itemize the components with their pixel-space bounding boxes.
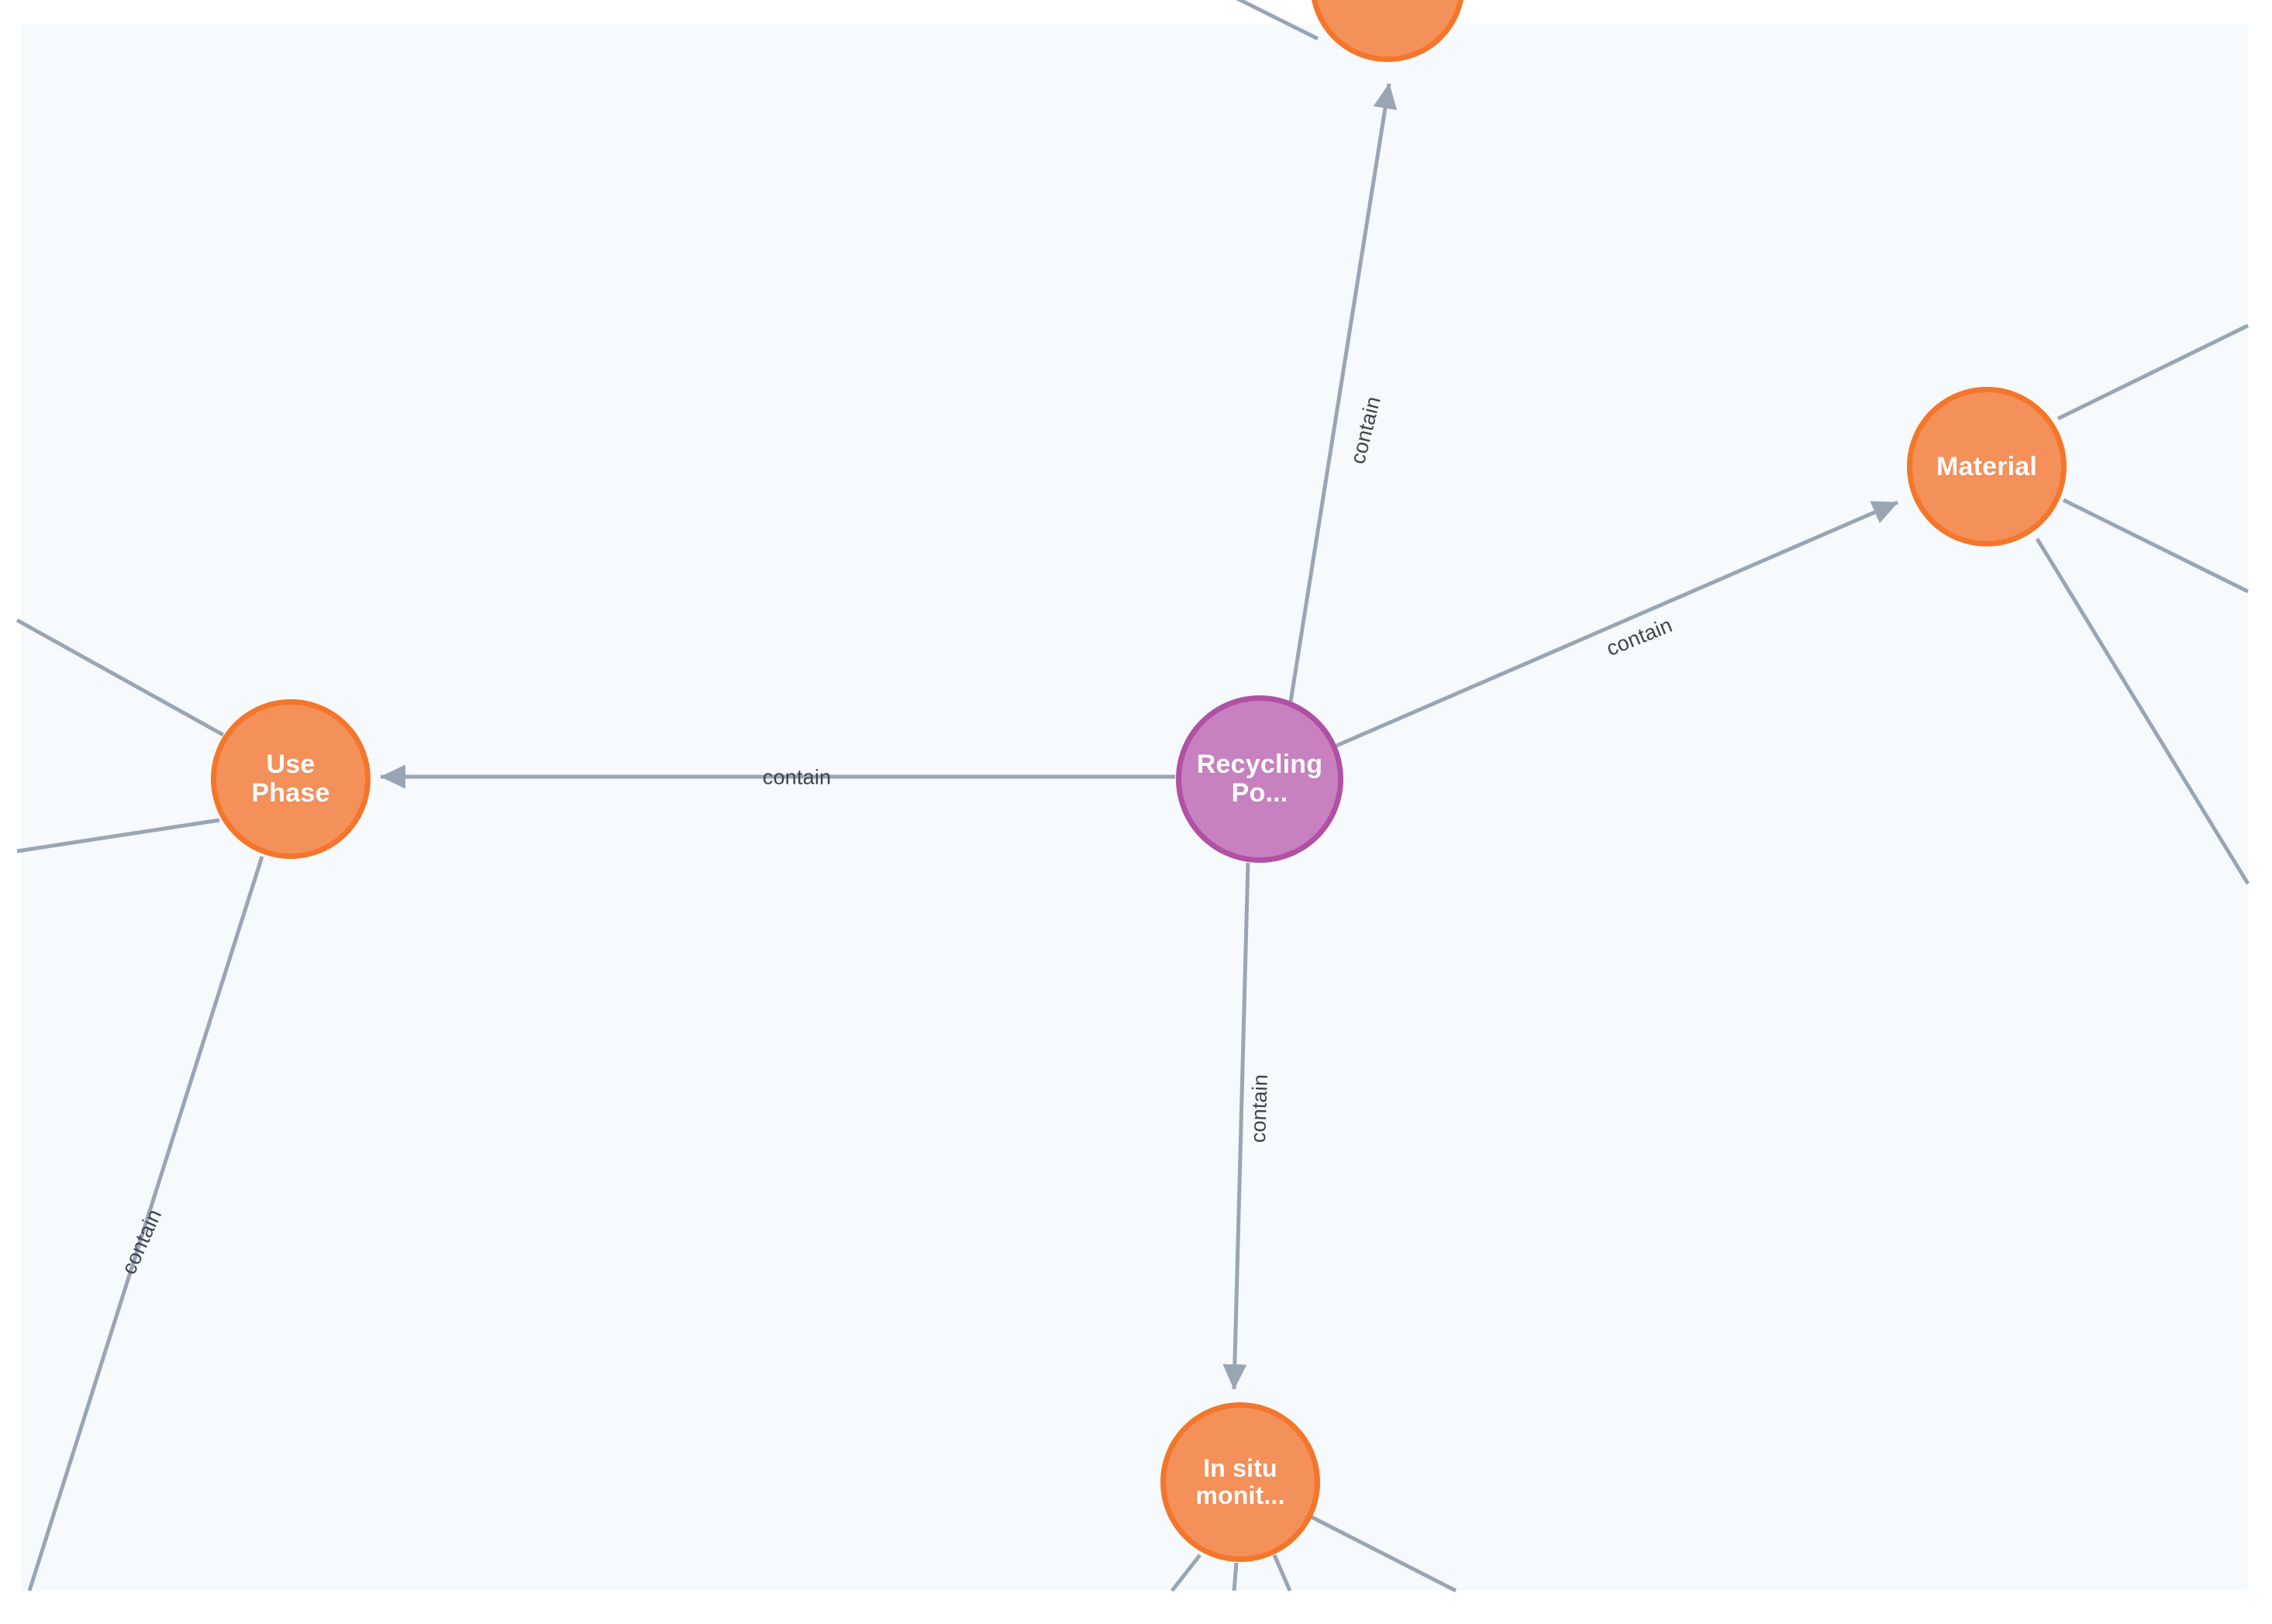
graph-node-in-situ-monitoring[interactable]: In situ monit... bbox=[1160, 1402, 1320, 1562]
graph-node-label: Recycling Po... bbox=[1196, 750, 1323, 808]
edge-in-situ-offscreen-down-c[interactable] bbox=[1272, 1554, 1292, 1591]
edge-use-phase-offscreen-left-lower[interactable] bbox=[16, 818, 220, 853]
edge-recycling-in-situ[interactable] bbox=[1222, 862, 1250, 1390]
edge-in-situ-offscreen-down-right[interactable] bbox=[1307, 1513, 1457, 1593]
edge-recycling-material[interactable] bbox=[1336, 500, 1898, 748]
edge-material-offscreen-right-lower[interactable] bbox=[2035, 537, 2250, 885]
graph-node-label: In situ monit... bbox=[1195, 1454, 1285, 1509]
graph-canvas[interactable] bbox=[21, 25, 2248, 1591]
edge-use-phase-offscreen-left-upper[interactable] bbox=[16, 618, 225, 737]
edge-in-situ-offscreen-down-a[interactable] bbox=[1170, 1553, 1202, 1592]
edge-material-offscreen-right-middle[interactable] bbox=[2062, 498, 2250, 594]
edge-manufacturing-offscreen-left[interactable] bbox=[1209, 0, 1319, 41]
edge-material-offscreen-right-upper[interactable] bbox=[2057, 323, 2250, 421]
edge-recycling-manufacturing[interactable] bbox=[1288, 83, 1398, 702]
graph-node-recycling-potential[interactable]: Recycling Po... bbox=[1176, 695, 1343, 863]
graph-node-label: Use Phase bbox=[251, 750, 330, 808]
graph-node-material[interactable]: Material bbox=[1907, 387, 2067, 547]
edge-label-recycling-in-situ: contain bbox=[1246, 1074, 1273, 1143]
edge-use-phase-offscreen-bottom-left[interactable] bbox=[27, 856, 264, 1591]
edge-in-situ-offscreen-down-b[interactable] bbox=[1232, 1562, 1239, 1591]
graph-node-label: Material bbox=[1936, 451, 2038, 481]
edge-label-recycling-use-phase: contain bbox=[762, 765, 832, 789]
graph-node-use-phase[interactable]: Use Phase bbox=[211, 699, 371, 859]
